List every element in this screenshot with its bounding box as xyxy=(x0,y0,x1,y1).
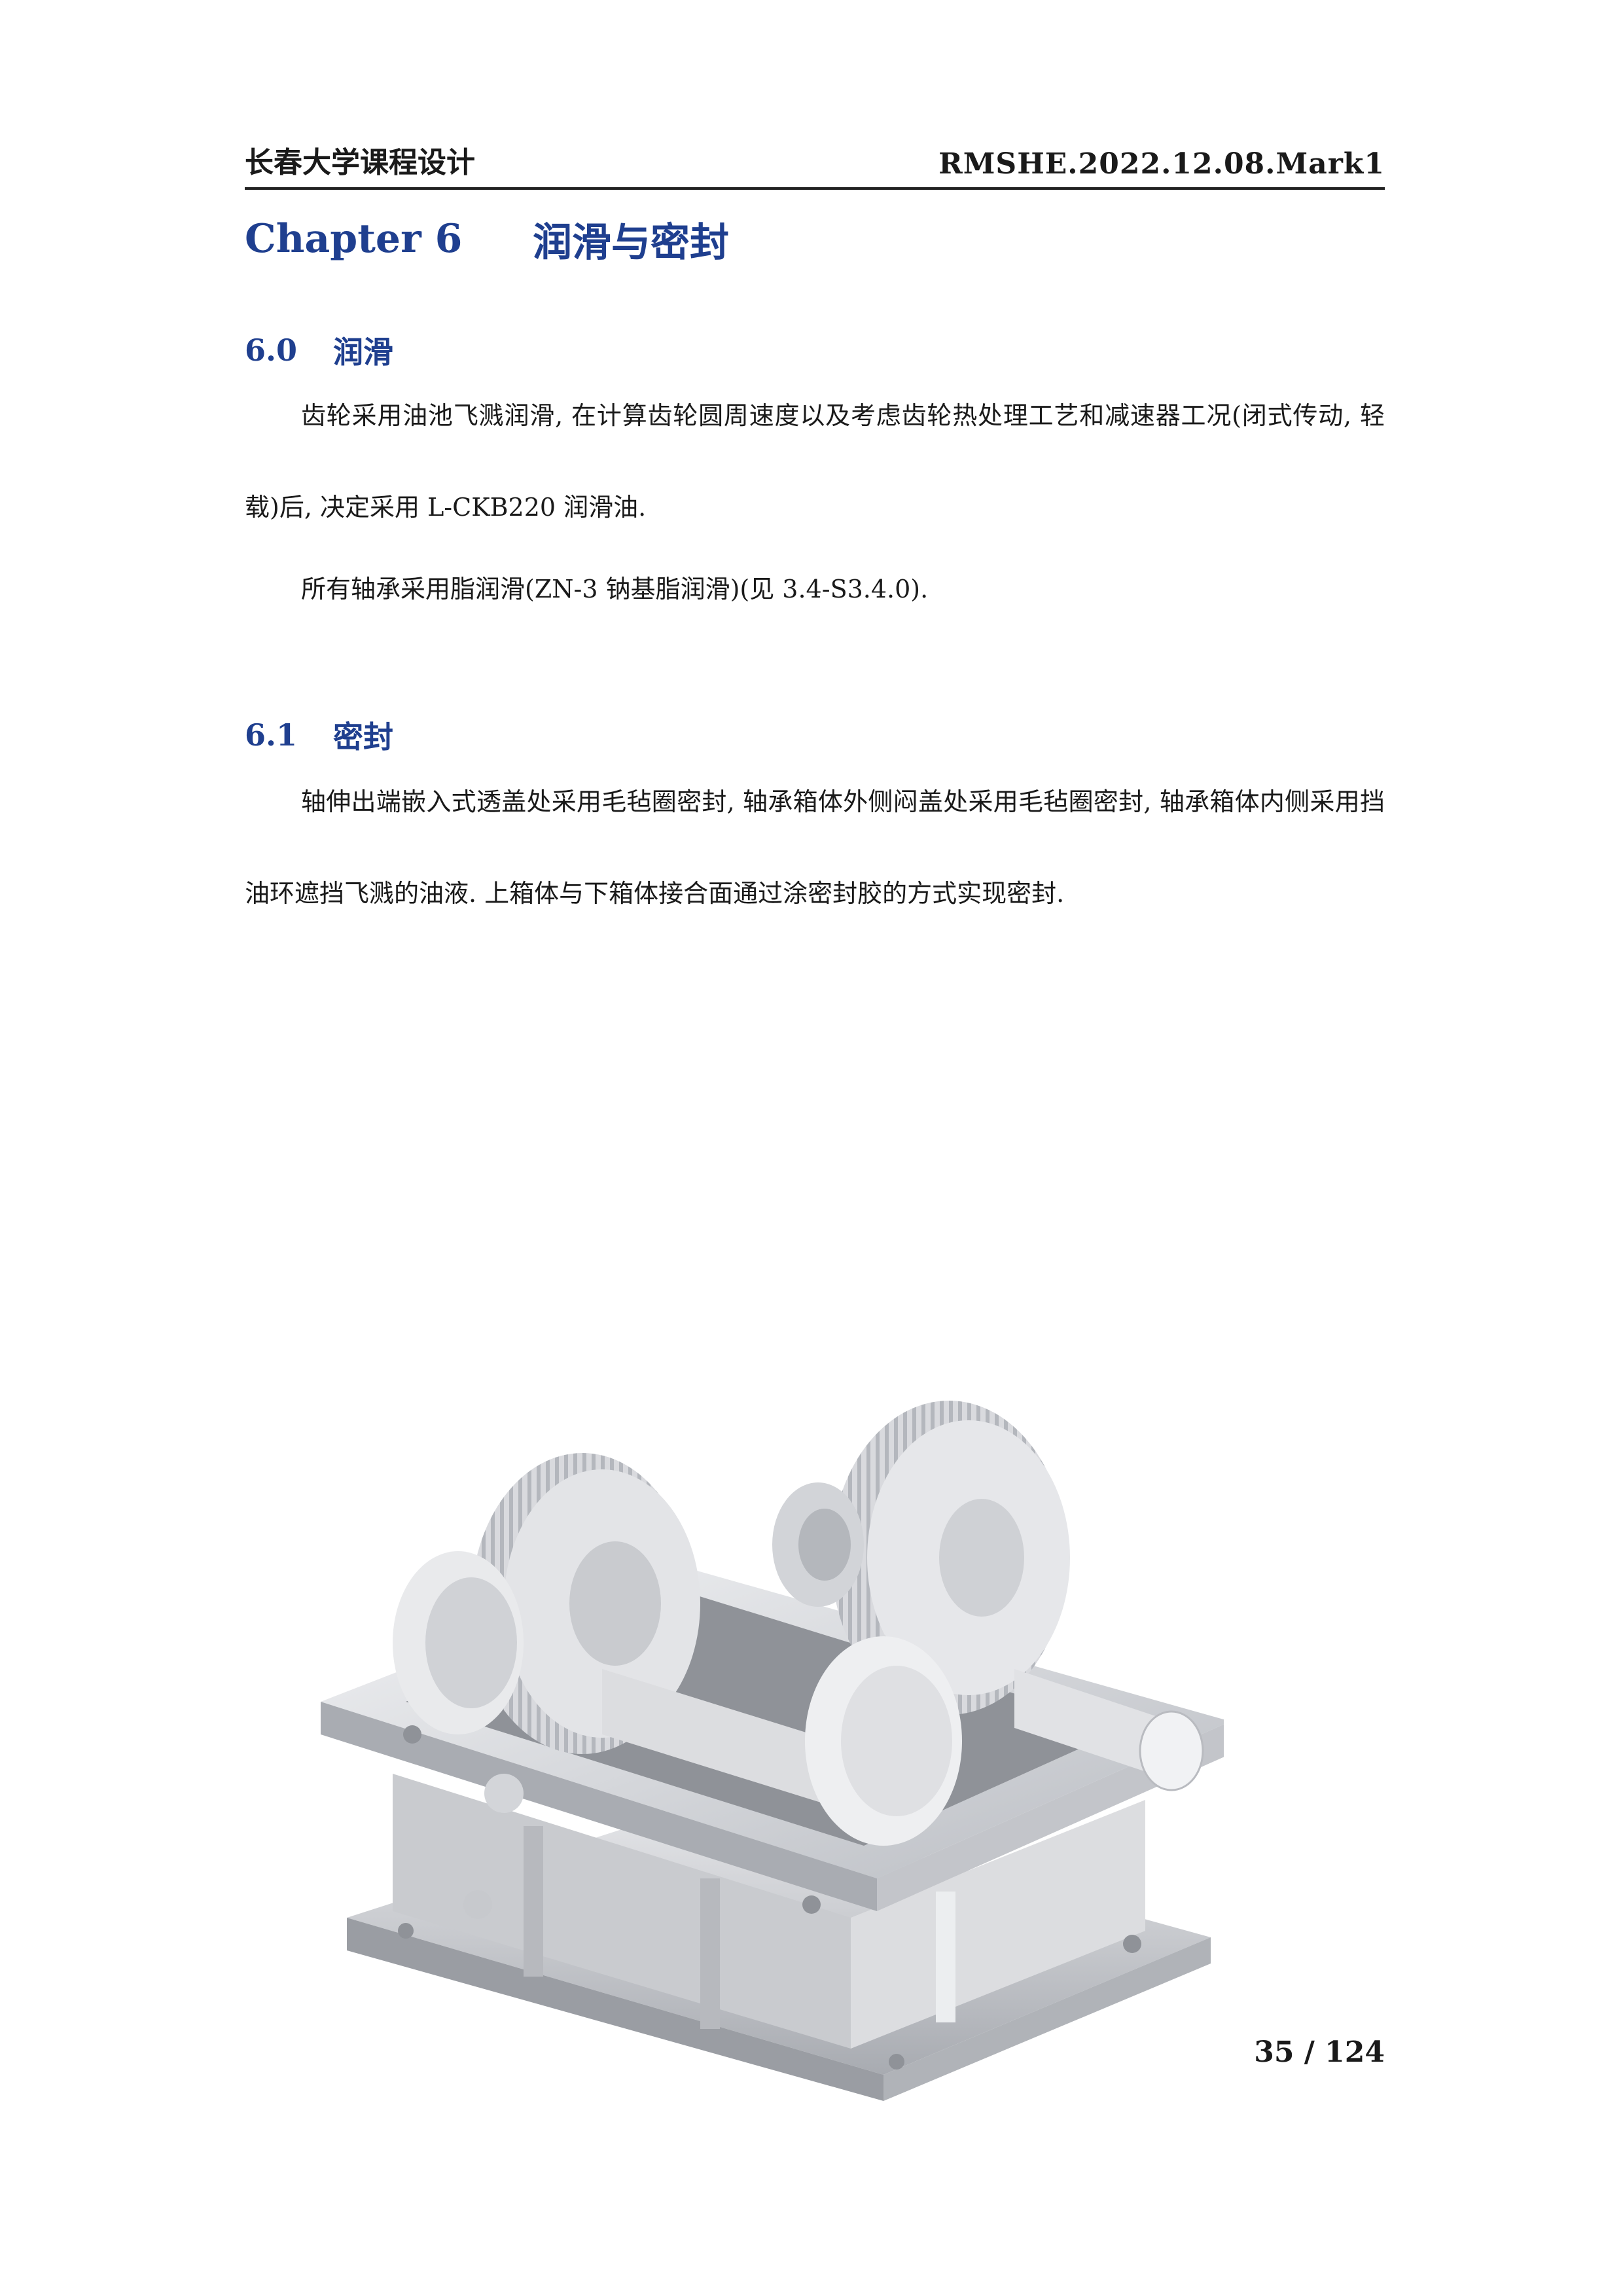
page-number: 35 / 124 xyxy=(1254,2036,1385,2069)
section-heading-sealing: 6.1 密封 xyxy=(245,712,393,758)
section-number: 6.1 xyxy=(245,717,298,753)
section-number: 6.0 xyxy=(245,332,298,368)
header-right: RMSHE.2022.12.08.Mark1 xyxy=(938,147,1385,181)
paragraph: 齿轮采用油池飞溅润滑, 在计算齿轮圆周速度以及考虑齿轮热处理工艺和减速器工况(闭… xyxy=(245,401,1385,522)
section-title: 润滑 xyxy=(333,334,393,370)
paragraph: 所有轴承采用脂润滑(ZN-3 钠基脂润滑)(见 3.4-S3.4.0). xyxy=(301,575,929,603)
chapter-title: 润滑与密封 xyxy=(533,219,729,266)
paragraph: 轴伸出端嵌入式透盖处采用毛毡圈密封, 轴承箱体外侧闷盖处采用毛毡圈密封, 轴承箱… xyxy=(245,787,1385,908)
header-left: 长春大学课程设计 xyxy=(245,146,475,179)
page-header: 长春大学课程设计 RMSHE.2022.12.08.Mark1 xyxy=(245,139,1385,190)
chapter-number: Chapter 6 xyxy=(245,216,463,262)
section-title: 密封 xyxy=(333,719,393,755)
section-heading-lubrication: 6.0 润滑 xyxy=(245,327,393,373)
gear-reducer-render-icon xyxy=(308,1394,1230,2101)
chapter-heading: Chapter 6 润滑与密封 xyxy=(245,209,729,268)
